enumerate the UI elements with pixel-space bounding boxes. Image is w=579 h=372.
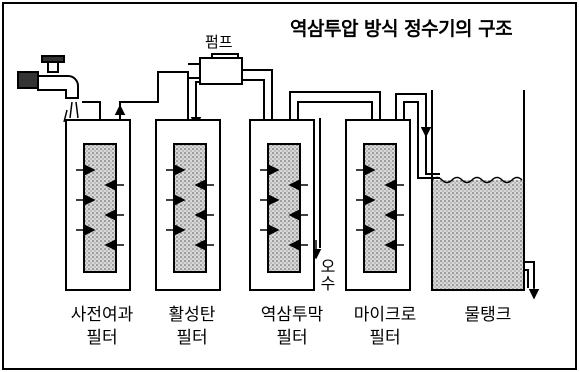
filter-label-prefilter: 사전여과 필터 — [52, 304, 152, 350]
diagram-title: 역삼투압 방식 정수기의 구조 — [290, 18, 513, 40]
waste-water-label: 오수 — [320, 257, 336, 293]
carbon-filter-housing — [155, 119, 221, 291]
filter-suffix: 필터 — [369, 328, 401, 348]
filter-label-micro: 마이크로 필터 — [335, 304, 435, 350]
filter-suffix: 필터 — [276, 328, 308, 348]
filter-name: 사전여과 — [70, 305, 134, 325]
pump-icon — [188, 53, 243, 85]
water-tank — [431, 90, 525, 291]
micro-filter-housing — [345, 119, 411, 291]
faucet-icon — [17, 55, 79, 123]
pump-label: 펌프 — [205, 33, 233, 51]
filter-label-ro: 역삼투막 필터 — [242, 304, 342, 350]
tank-label: 물탱크 — [464, 305, 512, 325]
filter-arrows — [76, 164, 404, 251]
filter-suffix: 필터 — [176, 328, 208, 348]
ro-membrane-housing — [249, 119, 315, 291]
prefilter-housing — [65, 119, 131, 291]
filter-name: 활성탄 — [168, 305, 216, 325]
filter-name: 마이크로 — [353, 305, 417, 325]
filter-suffix: 필터 — [86, 328, 118, 348]
filter-name: 역삼투막 — [260, 305, 324, 325]
filter-label-carbon: 활성탄 필터 — [152, 304, 232, 350]
